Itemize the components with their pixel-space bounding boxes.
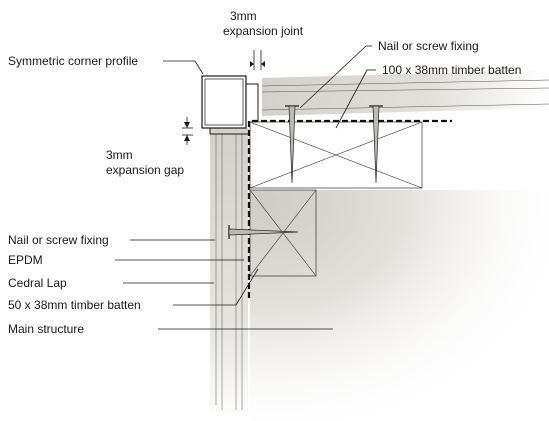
label-main-structure: Main structure — [8, 322, 84, 336]
screw-fixing-horizontal — [228, 225, 299, 239]
timber-batten-100x38 — [249, 121, 423, 189]
label-epdm: EPDM — [8, 253, 43, 267]
symmetric-corner-profile — [201, 75, 259, 135]
label-nail-screw-fixing-left: Nail or screw fixing — [8, 233, 109, 247]
screw-fixing-top — [285, 105, 383, 184]
main-structure — [210, 70, 549, 421]
leader-lines — [115, 45, 376, 330]
label-expansion-gap: expansion gap — [106, 163, 184, 177]
label-timber-batten-50x38: 50 x 38mm timber batten — [8, 298, 141, 312]
label-expansion-joint: expansion joint — [223, 24, 304, 38]
label-cedral-lap: Cedral Lap — [8, 276, 67, 290]
label-nail-screw-fixing-top: Nail or screw fixing — [378, 39, 479, 53]
label-expansion-joint-size: 3mm — [230, 9, 257, 23]
label-timber-batten-100x38: 100 x 38mm timber batten — [382, 63, 521, 77]
label-expansion-gap-size: 3mm — [106, 148, 133, 162]
epdm-membrane — [247, 119, 452, 298]
label-symmetric-corner-profile: Symmetric corner profile — [8, 54, 138, 68]
